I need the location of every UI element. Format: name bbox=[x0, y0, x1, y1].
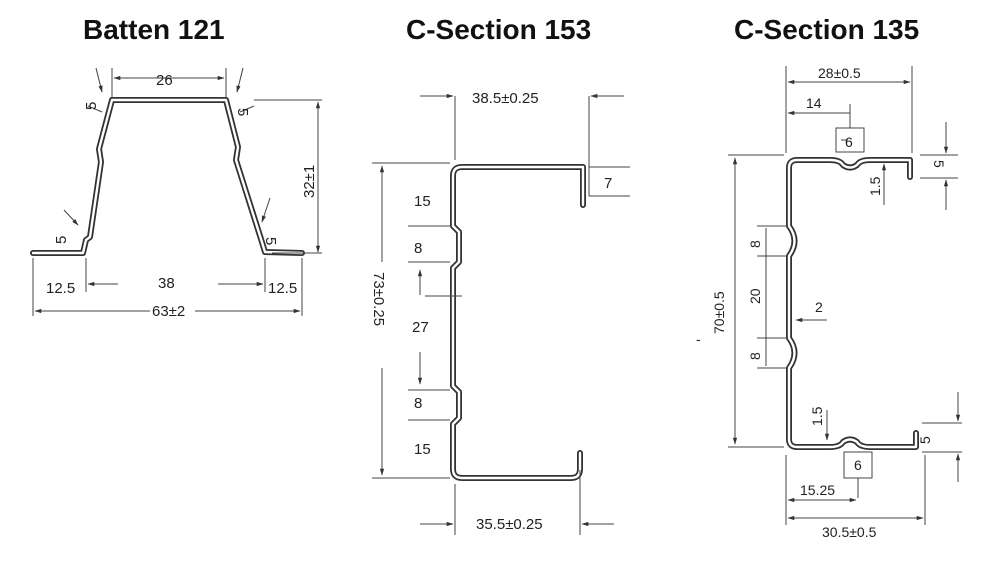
batten-dim-flange-right: 12.5 bbox=[268, 280, 297, 297]
cs135-profile bbox=[786, 157, 919, 450]
cs153-dim-d3: 27 bbox=[412, 319, 429, 336]
batten-dim-flange-left: 12.5 bbox=[46, 280, 75, 297]
cs153-dim-bottom: 35.5±0.25 bbox=[476, 516, 543, 533]
cs135-dim-top-total: 28±0.5 bbox=[818, 65, 861, 81]
batten-dim-top: 26 bbox=[156, 72, 173, 89]
cs153-dim-height: 73±0.25 bbox=[370, 272, 387, 326]
cs135-dim-thickness: 2 bbox=[815, 299, 823, 315]
cs153-dim-d2: 8 bbox=[414, 240, 422, 257]
cs153-dim-d1: 15 bbox=[414, 193, 431, 210]
cs135-dim-notch-depth-top: 1.5 bbox=[867, 176, 883, 196]
title-c-section-135: C-Section 135 bbox=[734, 14, 920, 45]
cs135-dim-rib-a: 8 bbox=[747, 240, 763, 248]
cs153-dim-lip: 7 bbox=[604, 175, 612, 192]
title-batten-121: Batten 121 bbox=[83, 14, 225, 45]
cs135-dim-notch-depth-bottom: 1.5 bbox=[809, 406, 825, 426]
batten-profile bbox=[30, 97, 305, 256]
cs153-dim-top: 38.5±0.25 bbox=[472, 90, 539, 107]
cs135-dim-bottom-total: 30.5±0.5 bbox=[822, 524, 877, 540]
cs135-dim-lip-bottom: 5 bbox=[917, 436, 933, 444]
batten-dim-base: 38 bbox=[158, 275, 175, 292]
batten-dim-total: 63±2 bbox=[152, 303, 185, 320]
cs135-dim-bottom-part: 15.25 bbox=[800, 482, 835, 498]
cs135-dim-notch-top: 6 bbox=[845, 134, 853, 150]
cs135-dim-lip-top: 5 bbox=[931, 160, 947, 168]
cs135-dim-top-part: 14 bbox=[806, 95, 822, 111]
batten-dim-side-right: 5 bbox=[262, 237, 279, 245]
title-c-section-153: C-Section 153 bbox=[406, 14, 592, 45]
cs153-dim-d4: 8 bbox=[414, 395, 422, 412]
batten-121-drawing: 26 5 5 32±1 5 5 12.5 38 12.5 63±2 bbox=[30, 67, 322, 320]
cs135-dim-notch-bottom: 6 bbox=[854, 457, 862, 473]
cs135-dash-mark: - bbox=[696, 331, 701, 347]
cs135-dim-height: 70±0.5 bbox=[711, 291, 727, 334]
batten-dim-height: 32±1 bbox=[301, 165, 318, 198]
c-section-135-drawing: 28±0.5 14 6 5 1.5 8 20 8 2 70±0.5 - 1.5 … bbox=[696, 65, 962, 540]
batten-dim-lip-right: 5 bbox=[234, 108, 251, 116]
cs153-profile bbox=[450, 164, 586, 481]
batten-dim-side-left: 5 bbox=[53, 236, 70, 244]
cs153-dim-d5: 15 bbox=[414, 441, 431, 458]
cs135-dim-rib-gap: 20 bbox=[747, 288, 763, 304]
batten-dim-lip-left: 5 bbox=[83, 102, 100, 110]
c-section-153-drawing: 38.5±0.25 7 15 8 27 8 15 73±0.25 35.5±0.… bbox=[370, 90, 630, 535]
cs135-dim-rib-b: 8 bbox=[747, 352, 763, 360]
